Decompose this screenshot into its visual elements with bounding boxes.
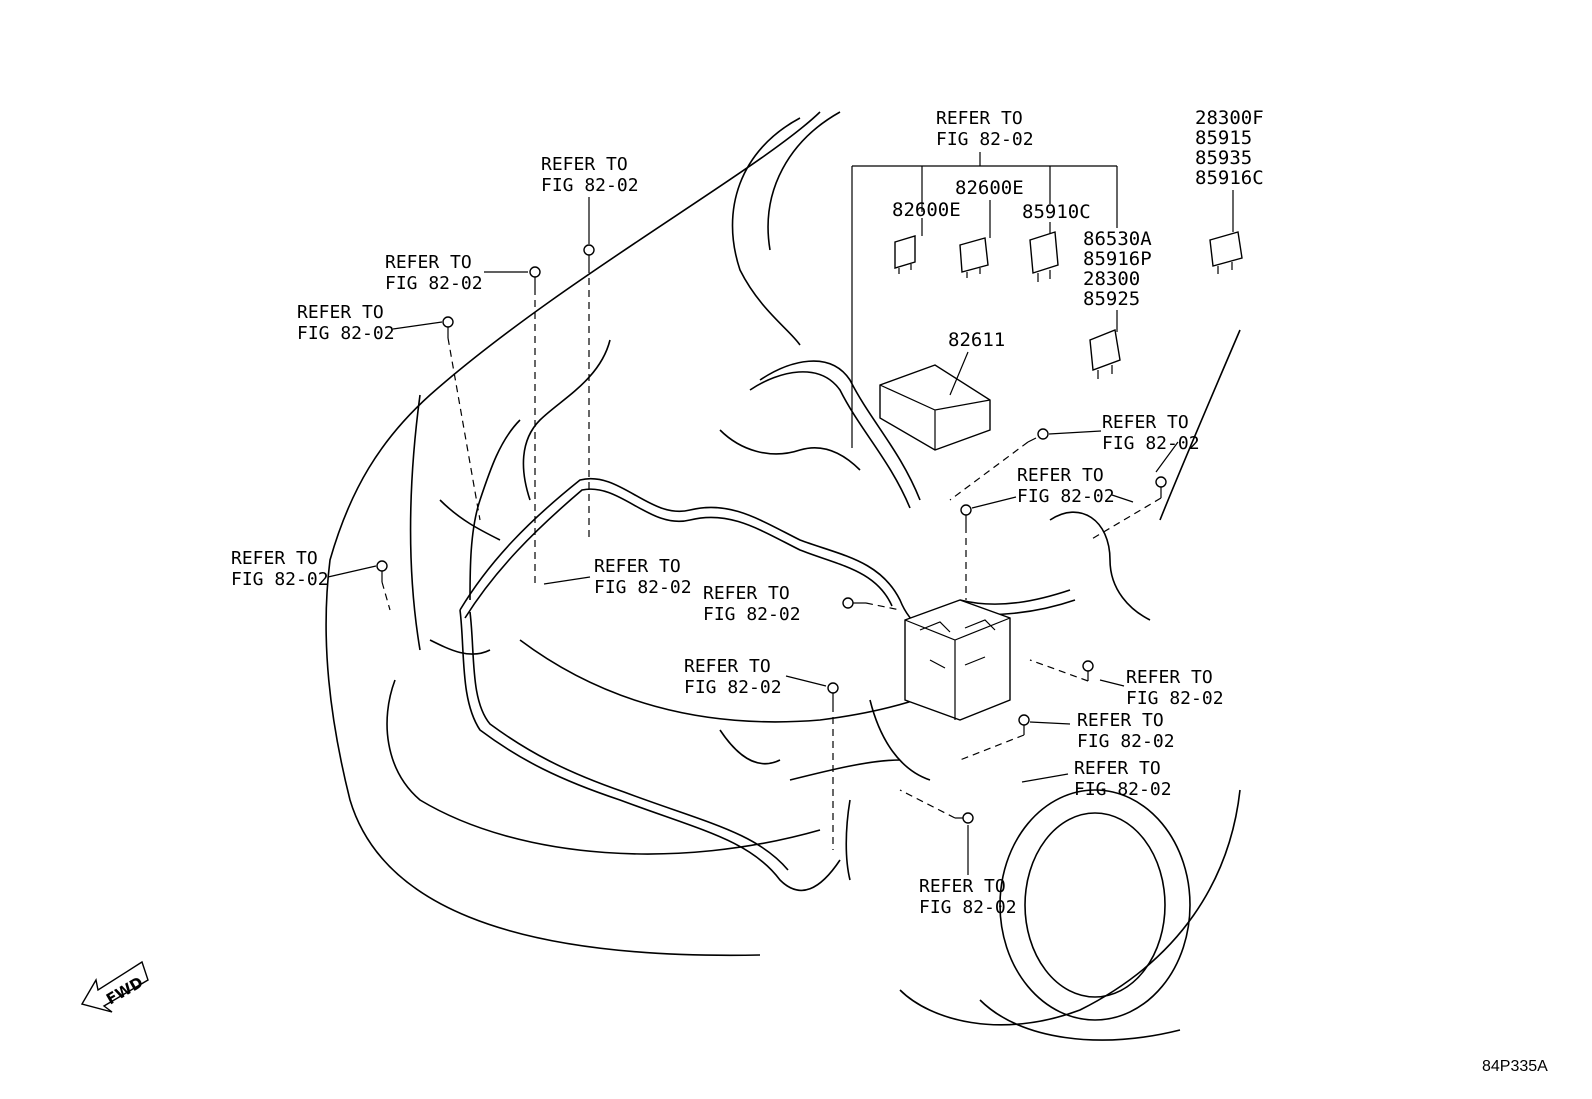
relay-86530a-group <box>1089 329 1121 379</box>
bolt-icon <box>442 316 454 338</box>
part-number-junction-cover: 82611 <box>948 329 1006 351</box>
bolt-icon <box>1082 660 1094 681</box>
bolt-icon <box>529 266 541 288</box>
callout-leaders <box>327 197 1179 875</box>
part-number-relay-85910c: 85910C <box>1022 201 1091 223</box>
bolt-icon <box>842 597 866 609</box>
junction-block-cover-82611 <box>879 351 991 451</box>
vehicle-body-outline <box>325 111 1241 1041</box>
wire-harness <box>429 339 1151 892</box>
bolt-icon <box>583 244 595 266</box>
bolt-icon <box>376 560 388 582</box>
part-number-fuse-82600e-a: 82600E <box>892 199 961 221</box>
part-number-relay-f-group: 28300F 85915 85935 85916C <box>1195 107 1264 189</box>
bolts <box>376 244 1167 824</box>
fwd-arrow-icon: FWD <box>80 960 149 1013</box>
illustration-code: 84P335A <box>1482 1058 1548 1075</box>
bolt-icon <box>1027 428 1049 443</box>
bolt-icon <box>960 504 972 526</box>
fuse-82600e-a <box>894 235 916 274</box>
fuse-82600e-b <box>959 237 989 278</box>
part-number-relay-group: 86530A 85916P 28300 85925 <box>1083 228 1152 310</box>
part-number-fuse-82600e-b: 82600E <box>955 177 1024 199</box>
bolt-icon <box>827 682 839 705</box>
part-leader-lines <box>851 152 1234 448</box>
relay-85910c <box>1029 231 1059 282</box>
engine-room-junction-block <box>904 599 1011 721</box>
bolt-icon <box>955 812 974 824</box>
bolt-icon <box>1155 476 1167 498</box>
bolt-icon <box>1018 714 1030 735</box>
relay-28300f-group <box>1209 231 1243 274</box>
dashed-install-lines <box>381 266 1162 850</box>
